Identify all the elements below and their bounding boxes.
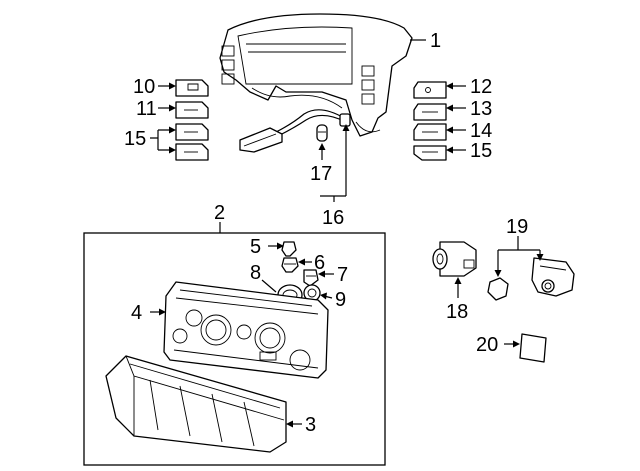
- bulb-7: [303, 269, 319, 287]
- label-20: [519, 333, 547, 363]
- callout-13: 13: [470, 98, 492, 120]
- cluster-group-box: [83, 232, 386, 466]
- switch-15-left-a: [175, 123, 209, 141]
- rheostat-18: [432, 241, 477, 277]
- switch-15-left-b: [175, 143, 209, 161]
- callout-7: 7: [337, 264, 348, 286]
- instrument-cluster: [163, 281, 329, 379]
- switch-19-body: [531, 257, 575, 297]
- callout-8: 8: [250, 262, 261, 284]
- callout-16: 16: [322, 207, 344, 229]
- callout-17: 17: [310, 163, 332, 185]
- callout-10: 10: [133, 76, 155, 98]
- switch-15-right: [413, 145, 447, 161]
- bulb-17: [316, 124, 328, 142]
- switch-13: [413, 103, 447, 121]
- switch-14: [413, 123, 447, 141]
- wiring-harness: [239, 109, 351, 153]
- callout-15-left: 15: [124, 128, 146, 150]
- bulb-5: [281, 241, 297, 257]
- switch-11: [175, 101, 209, 119]
- callout-6: 6: [314, 252, 325, 274]
- callout-11: 11: [136, 98, 157, 120]
- callout-5: 5: [250, 236, 261, 258]
- switch-12: [413, 81, 447, 99]
- callout-4: 4: [131, 302, 142, 324]
- switch-10: [175, 79, 209, 97]
- callout-9: 9: [335, 289, 346, 311]
- switch-19-knob: [487, 277, 509, 301]
- leader-lines: [150, 39, 544, 428]
- callout-labels: 1 2 3 4 5 6 7 8 9 10 11 12 13 14 15 15 1…: [124, 30, 528, 436]
- callout-18: 18: [446, 301, 468, 323]
- callout-15-right: 15: [470, 140, 492, 162]
- dash-bezel: [219, 13, 413, 137]
- callout-20: 20: [476, 334, 498, 356]
- cluster-lens: [105, 355, 287, 453]
- callout-2: 2: [214, 202, 225, 224]
- callout-3: 3: [305, 414, 316, 436]
- callout-1: 1: [430, 30, 441, 52]
- callout-14: 14: [470, 120, 492, 142]
- callout-12: 12: [470, 76, 492, 98]
- callout-19: 19: [506, 216, 528, 238]
- bulb-6: [281, 257, 299, 273]
